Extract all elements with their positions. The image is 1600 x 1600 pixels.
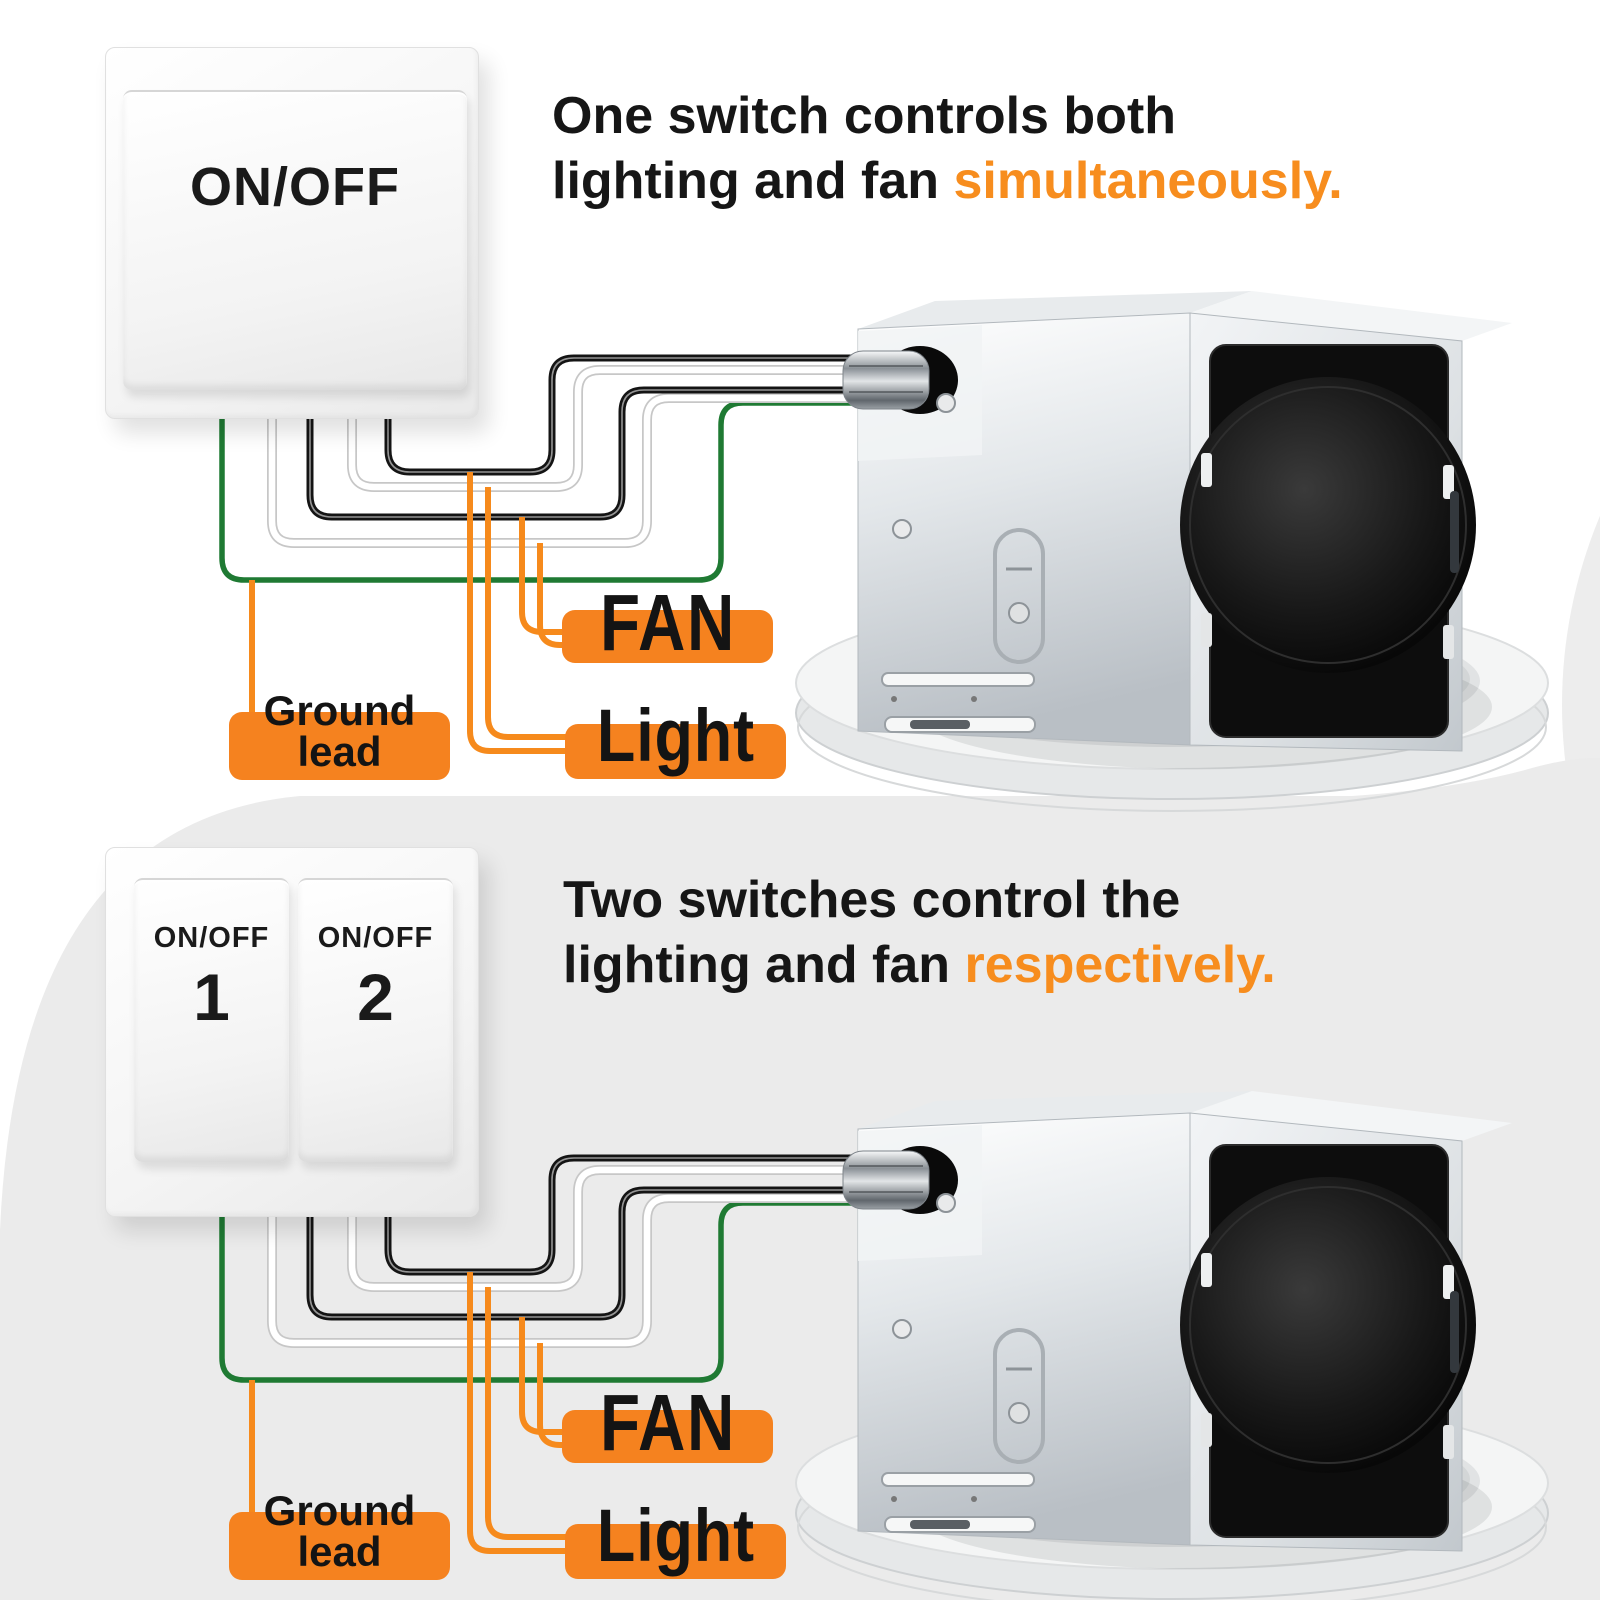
fan-label-top-text: FAN — [599, 577, 736, 667]
bottom-heading-line2-plain: lighting and fan — [563, 936, 965, 994]
rocker-2-label: ON/OFF — [317, 922, 434, 954]
rocker-2-number: 2 — [357, 960, 394, 1034]
bottom-heading-line1: Two switches control the — [563, 871, 1181, 929]
single-switch-rocker: ON/OFF — [123, 90, 467, 390]
ground-label-bottom-line2: lead — [297, 1528, 382, 1575]
bottom-heading: Two switches control the lighting and fa… — [563, 868, 1276, 998]
rocker-1-label: ON/OFF — [153, 922, 270, 954]
single-switch-label: ON/OFF — [190, 157, 400, 217]
top-heading-line2-plain: lighting and fan — [552, 152, 954, 210]
ground-label-top-line1: Ground — [263, 687, 416, 734]
ground-lead-label-top: Ground lead — [229, 690, 450, 780]
top-heading-line1: One switch controls both — [552, 87, 1177, 145]
ground-label-top-line2: lead — [297, 728, 382, 775]
bottom-heading-line2-highlight: respectively. — [964, 936, 1276, 994]
bottom-wire-conduit — [842, 1150, 930, 1210]
top-heading-line2: lighting and fan simultaneously. — [552, 149, 1343, 214]
ground-lead-label-bottom: Ground lead — [229, 1490, 450, 1580]
single-switch-plate: ON/OFF — [105, 47, 479, 419]
light-label-bottom: Light — [565, 1494, 786, 1579]
double-switch-rocker-1: ON/OFF 1 — [134, 878, 289, 1162]
bottom-heading-line2: lighting and fan respectively. — [563, 933, 1276, 998]
double-switch-rocker-2: ON/OFF 2 — [298, 878, 453, 1162]
double-switch-plate: ON/OFF 1 ON/OFF 2 — [105, 847, 479, 1217]
light-label-top-text: Light — [596, 694, 755, 777]
top-wire-conduit — [842, 350, 930, 410]
top-heading: One switch controls both lighting and fa… — [552, 84, 1343, 214]
rocker-1-number: 1 — [193, 960, 230, 1034]
light-label-bottom-text: Light — [596, 1494, 755, 1577]
fan-label-top: FAN — [562, 578, 773, 667]
fan-label-bottom: FAN — [562, 1378, 773, 1467]
fan-label-bottom-text: FAN — [599, 1377, 736, 1467]
light-label-top: Light — [565, 694, 786, 779]
ground-label-bottom-line1: Ground — [263, 1487, 416, 1534]
top-heading-line2-highlight: simultaneously. — [953, 152, 1343, 210]
